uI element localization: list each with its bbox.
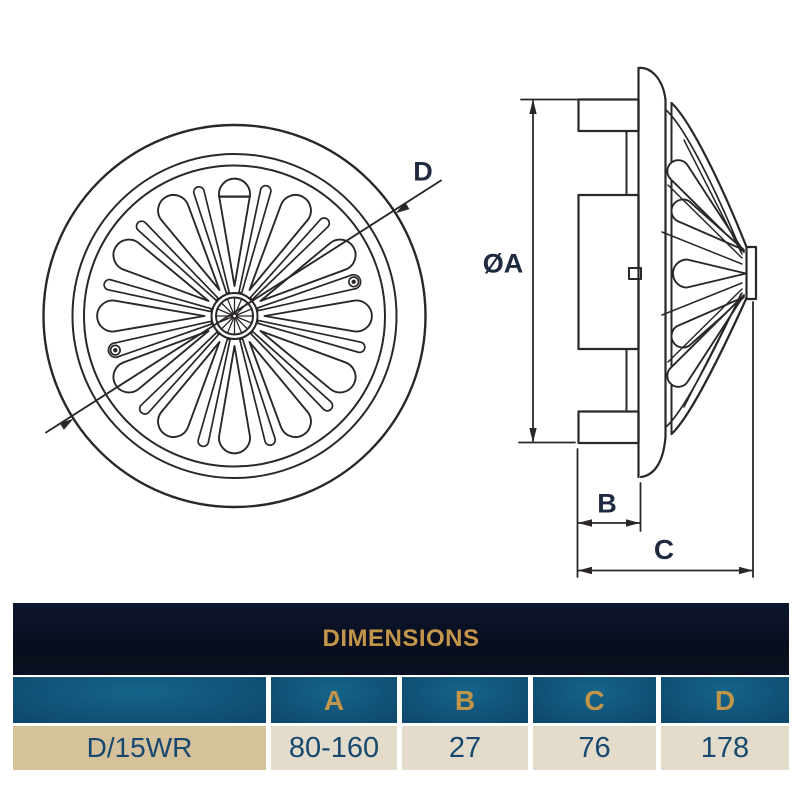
dimension-b-line (576, 448, 642, 578)
center-hub (210, 292, 259, 340)
table-row: D/15WR 80-160 27 76 178 (13, 726, 789, 770)
clip-notch (628, 267, 642, 280)
model-header-cell (13, 677, 266, 723)
column-header-a: A (271, 677, 397, 723)
bottom-collar (577, 410, 640, 445)
side-diameter-label: ØA (482, 248, 524, 279)
outer-rim-circle (42, 123, 427, 509)
top-collar (577, 98, 640, 133)
column-header-b: B (402, 677, 528, 723)
value-a: 80-160 (271, 726, 397, 770)
petal-slots (96, 177, 373, 455)
side-depth-label: C (653, 534, 675, 565)
value-d: 178 (661, 726, 789, 770)
technical-drawings (42, 66, 758, 578)
hub-cap (745, 245, 758, 301)
model-cell: D/15WR (13, 726, 266, 770)
dimension-a-line (518, 98, 578, 444)
front-diameter-label: D (413, 156, 433, 187)
face-circle (83, 164, 386, 468)
dimension-c-line (577, 301, 754, 578)
face-plate (637, 66, 673, 479)
side-collar-label: B (597, 488, 617, 519)
side-view-drawing (518, 66, 758, 578)
front-view-drawing (42, 123, 442, 509)
value-c: 76 (533, 726, 656, 770)
rim-inner-circle (71, 153, 398, 479)
value-b: 27 (402, 726, 528, 770)
column-header-d: D (661, 677, 789, 723)
dimension-d-line (45, 179, 442, 434)
table-header-row: A B C D (13, 677, 789, 723)
dimensions-table: DIMENSIONS A B C D D/15WR 80-160 27 76 1… (13, 603, 789, 770)
table-title: DIMENSIONS (13, 603, 789, 675)
cone-spokes (661, 139, 743, 408)
cone-petal-slots (666, 159, 747, 388)
column-header-c: C (533, 677, 656, 723)
